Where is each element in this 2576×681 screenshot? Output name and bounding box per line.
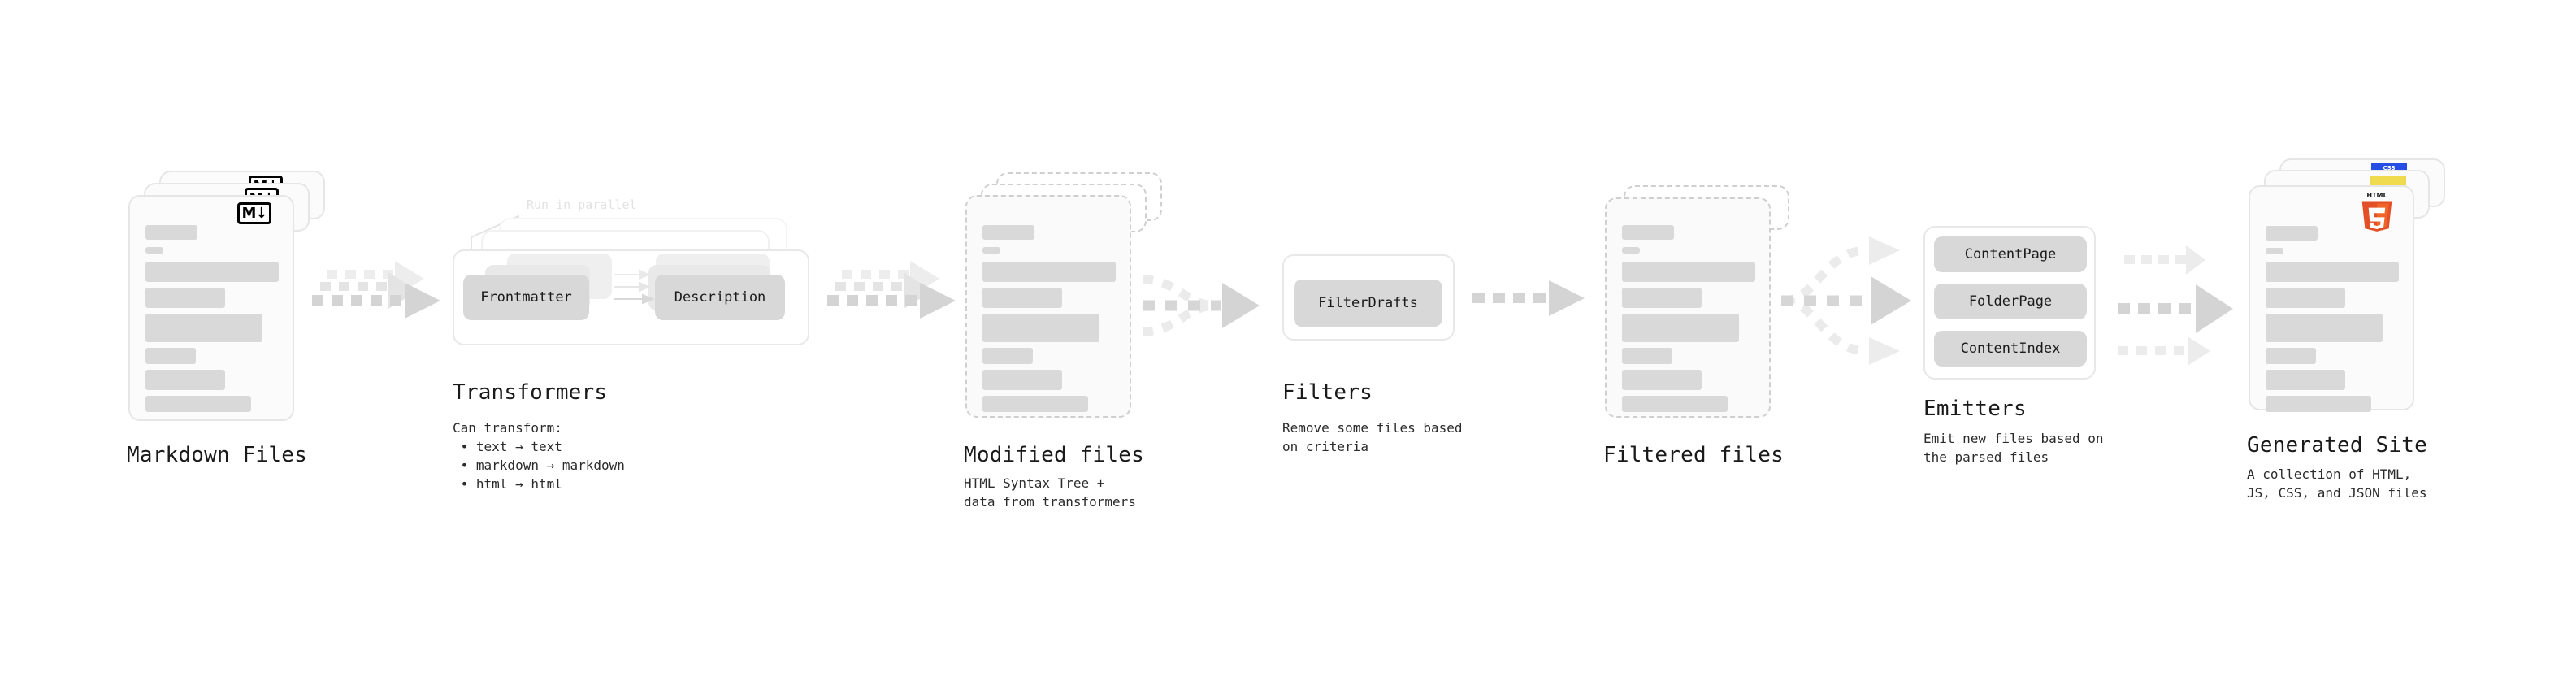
skeleton-line xyxy=(145,288,225,308)
transformers-subtitle: Can transform: • text → text • markdown … xyxy=(453,420,625,492)
skeleton-line xyxy=(145,225,197,240)
filter-chip-filterdrafts[interactable]: FilterDrafts xyxy=(1294,280,1442,327)
run-in-parallel-label: Run in parallel xyxy=(527,197,637,212)
html5-badge: HTML xyxy=(2361,192,2392,232)
connector-modified-to-filters xyxy=(1142,275,1260,336)
skeleton-line xyxy=(2266,348,2316,364)
skeleton-line xyxy=(2266,396,2371,412)
skeleton-line xyxy=(982,288,1062,308)
transformer-chip-frontmatter[interactable]: Frontmatter xyxy=(463,275,589,320)
skeleton-line xyxy=(982,396,1088,412)
modified-card-front xyxy=(965,195,1131,418)
skeleton-line xyxy=(145,262,279,282)
skeleton-line xyxy=(2266,370,2345,390)
emitter-chip-folderpage[interactable]: FolderPage xyxy=(1934,284,2087,319)
skeleton-line xyxy=(145,314,262,342)
transformers-title: Transformers xyxy=(453,380,608,405)
skeleton-line xyxy=(1622,247,1640,254)
transformer-internal-arrows xyxy=(614,269,655,305)
transformer-chip-description[interactable]: Description xyxy=(655,275,785,320)
skeleton-line xyxy=(145,370,225,390)
skeleton-line xyxy=(1622,314,1739,342)
skeleton-line xyxy=(1622,348,1672,364)
connector-md-to-transformers xyxy=(312,261,440,319)
emitter-chip-contentindex[interactable]: ContentIndex xyxy=(1934,331,2087,367)
skeleton-line xyxy=(145,247,163,254)
skeleton-line xyxy=(1622,396,1728,412)
emitters-title: Emitters xyxy=(1923,397,2027,421)
skeleton-line xyxy=(2266,288,2345,308)
filtered-files-title: Filtered files xyxy=(1603,443,1784,467)
emitter-chip-contentpage[interactable]: ContentPage xyxy=(1934,236,2087,272)
modified-files-title: Modified files xyxy=(964,443,1144,467)
generated-site-subtitle: A collection of HTML, JS, CSS, and JSON … xyxy=(2247,466,2427,501)
markdown-files-title: Markdown Files xyxy=(127,443,307,467)
markdown-badge-front: M↓ xyxy=(237,202,271,224)
skeleton-line xyxy=(982,262,1116,282)
modified-files-subtitle: HTML Syntax Tree + data from transformer… xyxy=(964,475,1136,510)
skeleton-line xyxy=(982,370,1062,390)
skeleton-line xyxy=(982,348,1033,364)
skeleton-line xyxy=(982,225,1034,240)
skeleton-line xyxy=(1622,262,1755,282)
skeleton-line xyxy=(1622,288,1702,308)
connector-transformers-to-modified xyxy=(827,261,956,319)
skeleton-line xyxy=(1622,370,1702,390)
generated-site-title: Generated Site xyxy=(2247,433,2427,458)
filters-subtitle: Remove some files based on criteria xyxy=(1282,420,1463,454)
skeleton-line xyxy=(982,247,1000,254)
skeleton-line xyxy=(1622,225,1674,240)
skeleton-line xyxy=(2266,314,2383,342)
filtered-card-front xyxy=(1605,197,1771,418)
skeleton-line xyxy=(2266,226,2318,241)
skeleton-line xyxy=(145,348,196,364)
skeleton-line xyxy=(2266,262,2399,282)
connector-filtered-to-emitters xyxy=(1781,236,1911,365)
skeleton-line xyxy=(145,396,251,412)
svg-text:HTML: HTML xyxy=(2366,192,2387,199)
connector-filters-to-filtered xyxy=(1472,280,1585,316)
markdown-card-front xyxy=(128,195,294,421)
connector-emitters-to-site xyxy=(2118,245,2233,366)
filters-title: Filters xyxy=(1282,380,1373,405)
skeleton-line xyxy=(2266,248,2283,254)
emitters-subtitle: Emit new files based on the parsed files xyxy=(1923,431,2104,465)
skeleton-line xyxy=(982,314,1099,342)
